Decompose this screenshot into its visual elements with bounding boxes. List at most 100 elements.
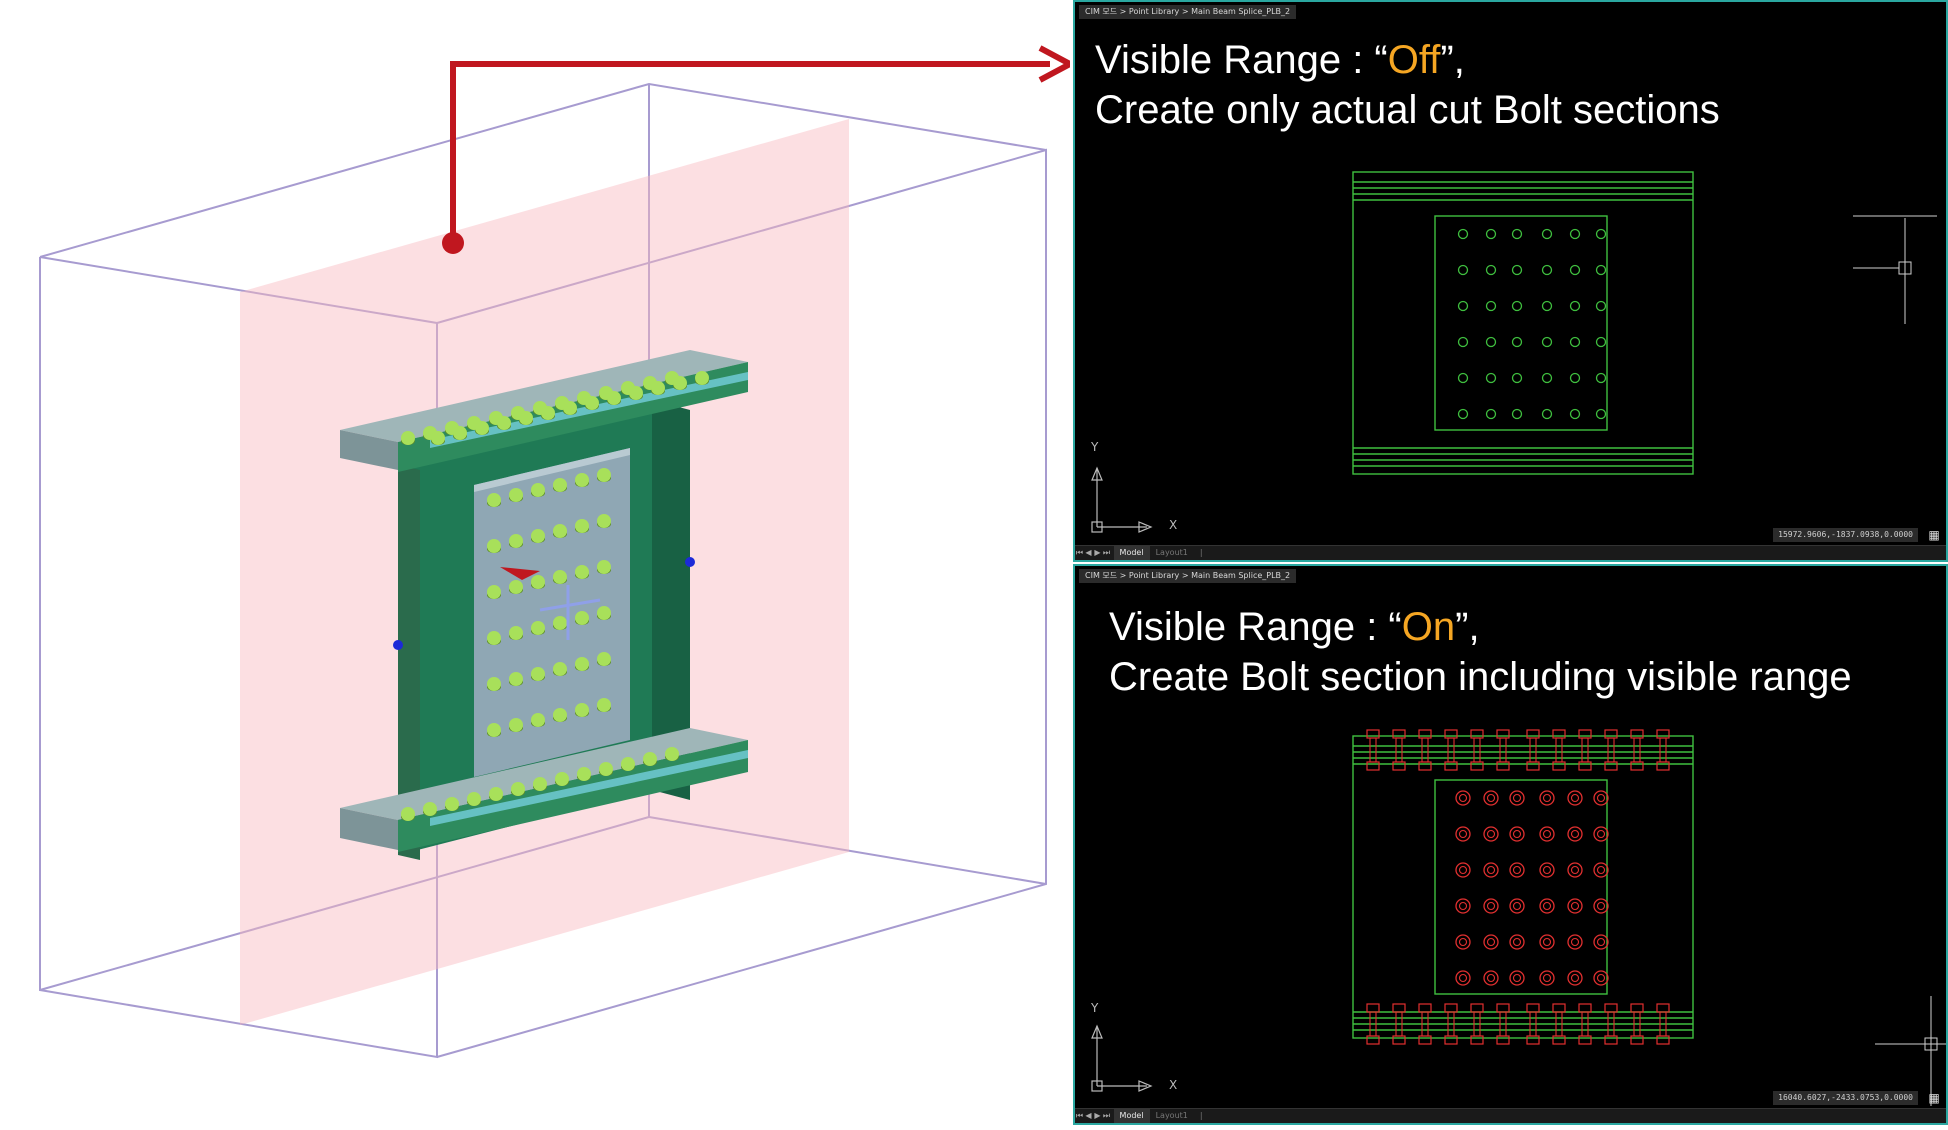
grid-toggle-icon[interactable]: ▦ <box>1928 528 1940 542</box>
tab-prev-button[interactable]: ◀ <box>1085 548 1092 557</box>
bolt-hole <box>1457 336 1469 348</box>
3d-model-view <box>39 45 1077 1059</box>
bolt-section-inner <box>1596 901 1606 911</box>
bolt-3d-head <box>519 411 533 425</box>
bolt-section-inner <box>1596 865 1606 875</box>
tab-last-button[interactable]: ⏭ <box>1102 548 1111 557</box>
grid-toggle-icon[interactable]: ▦ <box>1928 1091 1940 1105</box>
tab-first-button[interactable]: ⏮ <box>1075 548 1084 557</box>
tab-first-button[interactable]: ⏮ <box>1075 1111 1084 1120</box>
bolt-hole <box>1595 336 1607 348</box>
bolt-hole <box>1541 372 1553 384</box>
bolt-head <box>1418 1003 1432 1013</box>
bolt-head <box>1496 729 1510 739</box>
cad-drawing-area[interactable] <box>1075 2 1946 542</box>
bolt-3d-head <box>531 529 545 543</box>
bolt-3d-head <box>509 488 523 502</box>
bolt-hole <box>1541 264 1553 276</box>
bolt-section-outer <box>1509 970 1525 986</box>
bolt-section-inner <box>1570 901 1580 911</box>
tab-model[interactable]: Model <box>1113 1109 1150 1123</box>
bolt-3d-head <box>509 672 523 686</box>
bolt-nut <box>1552 761 1566 771</box>
bolt-section-inner <box>1458 793 1468 803</box>
cad-drawing-area[interactable] <box>1075 566 1946 1106</box>
bolt-section-inner <box>1458 973 1468 983</box>
bolt-3d-head <box>531 713 545 727</box>
bolt-hole <box>1595 228 1607 240</box>
beam-section-outline <box>1352 171 1694 475</box>
bolt-3d-head <box>423 802 437 816</box>
bolt-section-inner <box>1596 829 1606 839</box>
bolt-nut <box>1366 761 1380 771</box>
heading-suffix: ”, <box>1455 605 1480 649</box>
bolt-section-outer <box>1539 970 1555 986</box>
beam-splice-model <box>340 350 748 860</box>
bolt-section-outer <box>1455 790 1471 806</box>
tab-layout1[interactable]: Layout1 <box>1155 1111 1188 1120</box>
bolt-3d-head <box>531 621 545 635</box>
bolt-3d-head <box>511 782 525 796</box>
bolt-3d-head <box>531 667 545 681</box>
bolt-3d-head <box>553 616 567 630</box>
bolt-3d-head <box>643 752 657 766</box>
tab-layout1[interactable]: Layout1 <box>1155 548 1188 557</box>
bolt-head <box>1578 729 1592 739</box>
bolt-head <box>1578 1003 1592 1013</box>
bolt-section-inner <box>1512 937 1522 947</box>
ucs-axis-icon <box>1091 466 1153 533</box>
cad-viewport-visible-range-on[interactable]: CIM 모드 > Point Library > Main Beam Splic… <box>1073 564 1948 1125</box>
bolt-hole <box>1511 300 1523 312</box>
bolt-section-outer <box>1539 898 1555 914</box>
bolt-hole <box>1595 300 1607 312</box>
bolt-section-inner <box>1542 937 1552 947</box>
bolt-section-outer <box>1509 826 1525 842</box>
bolt-nut <box>1604 1035 1618 1045</box>
bolt-3d-head <box>467 792 481 806</box>
bolt-nut <box>1444 761 1458 771</box>
bolt-3d-head <box>431 431 445 445</box>
bolt-3d-head <box>497 416 511 430</box>
bolt-section-outer <box>1567 790 1583 806</box>
bolt-3d-head <box>575 703 589 717</box>
bolt-section-outer <box>1593 970 1609 986</box>
bolt-hole <box>1485 300 1497 312</box>
bolt-section-outer <box>1455 862 1471 878</box>
bolt-3d-head <box>621 757 635 771</box>
bolt-section-outer <box>1593 790 1609 806</box>
bolt-section-outer <box>1539 862 1555 878</box>
bolt-section-outer <box>1509 898 1525 914</box>
bolt-hole <box>1569 228 1581 240</box>
bolt-3d-head <box>553 662 567 676</box>
bolt-head <box>1630 729 1644 739</box>
bolt-3d-head <box>541 406 555 420</box>
tab-next-button[interactable]: ▶ <box>1094 1111 1101 1120</box>
tab-next-button[interactable]: ▶ <box>1094 548 1101 557</box>
cad-viewport-visible-range-off[interactable]: CIM 모드 > Point Library > Main Beam Splic… <box>1073 0 1948 562</box>
axis-x-label: X <box>1169 518 1178 532</box>
bolt-3d-head <box>509 718 523 732</box>
bolt-3d-head <box>563 401 577 415</box>
bolt-3d-head <box>665 747 679 761</box>
bolt-3d-head <box>509 580 523 594</box>
coordinate-readout: 16040.6027,-2433.0753,0.0000 <box>1773 1091 1918 1105</box>
bolt-hole <box>1541 408 1553 420</box>
bolt-section-outer <box>1509 862 1525 878</box>
bolt-3d-head <box>487 723 501 737</box>
bolt-head <box>1656 729 1670 739</box>
bolt-3d-head <box>597 652 611 666</box>
bolt-3d-head <box>575 611 589 625</box>
bolt-3d-head <box>553 478 567 492</box>
heading-highlight: On <box>1401 605 1456 649</box>
tab-model[interactable]: Model <box>1113 546 1150 560</box>
beam-section-outline <box>1352 735 1694 1039</box>
bolt-3d-head <box>585 396 599 410</box>
tab-prev-button[interactable]: ◀ <box>1085 1111 1092 1120</box>
heading-line2: Create only actual cut Bolt sections <box>1095 88 1720 132</box>
bolt-3d-head <box>553 570 567 584</box>
bolt-hole <box>1569 264 1581 276</box>
tab-last-button[interactable]: ⏭ <box>1102 1111 1111 1120</box>
bolt-nut <box>1366 1035 1380 1045</box>
bolt-head <box>1604 1003 1618 1013</box>
